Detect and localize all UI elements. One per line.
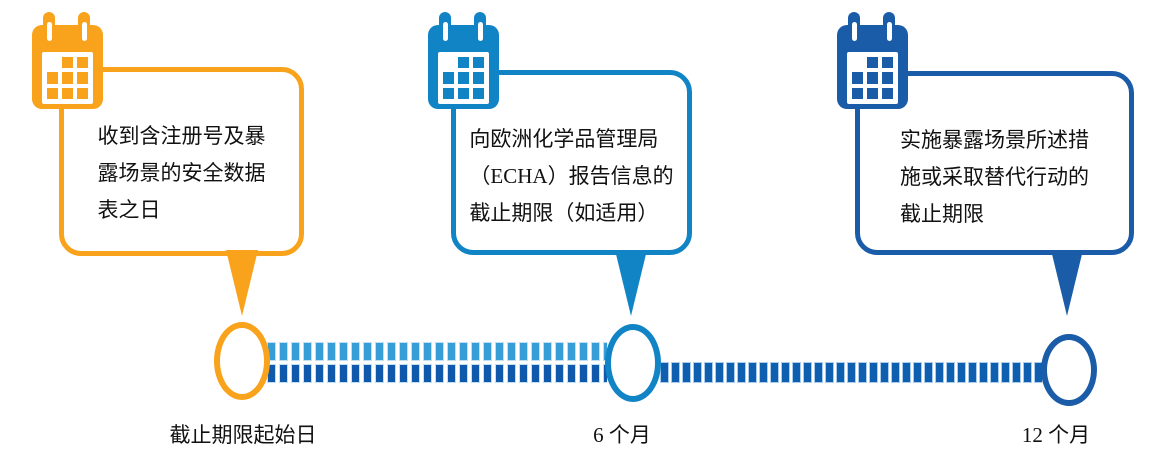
callout-echa-report-text: 向欧洲化学品管理局 （ECHA）报告信息的 截止期限（如适用） (469, 121, 673, 250)
calendar-ring-icon (848, 12, 860, 44)
callout-line: 截止期限 (900, 202, 984, 226)
timeline-node-6-months (605, 324, 661, 402)
callout-line: 表之日 (97, 198, 161, 222)
callout-line: 施或采取替代行动的 (900, 165, 1089, 189)
callout-implement-measures-text: 实施暴露场景所述措 施或采取替代行动的 截止期限 (900, 122, 1089, 250)
callout-line: 收到含注册号及暴 (97, 124, 266, 148)
calendar-grid (42, 52, 93, 104)
calendar-ring-icon (78, 12, 90, 44)
callout-deadline-start-text: 收到含注册号及暴 露场景的安全数据 表之日 (98, 118, 266, 251)
timeline-segment-2-dashes (660, 362, 1042, 383)
calendar-grid (438, 52, 489, 104)
timeline-label-start: 截止期限起始日 (169, 423, 317, 447)
calendar-ring-icon (43, 12, 55, 44)
callout-line: （ECHA）报告信息的 (469, 164, 674, 188)
callout-pointer (1051, 250, 1083, 316)
calendar-icon (837, 12, 908, 121)
callout-line: 露场景的安全数据 (97, 161, 266, 185)
callout-line: 截止期限（如适用） (469, 201, 659, 225)
calendar-ring-icon (883, 12, 895, 44)
timeline-segment-1-bottom-dashes (267, 364, 607, 383)
calendar-grid (847, 52, 898, 104)
timeline-node-12-months (1041, 334, 1097, 406)
calendar-icon (32, 12, 103, 121)
callout-line: 实施暴露场景所述措 (900, 128, 1089, 152)
calendar-ring-icon (474, 12, 486, 44)
callout-pointer (615, 250, 647, 316)
callout-pointer (226, 250, 258, 316)
callout-line: 向欧洲化学品管理局 (469, 127, 659, 151)
timeline-label-12-months: 12 个月 (1021, 423, 1091, 447)
timeline-node-start (214, 322, 270, 400)
timeline-segment-1-top-dashes (267, 342, 607, 361)
callout-deadline-start: 收到含注册号及暴 露场景的安全数据 表之日 (59, 67, 304, 256)
calendar-ring-icon (439, 12, 451, 44)
timeline-label-6-months: 6 个月 (593, 423, 651, 447)
calendar-icon (428, 12, 499, 121)
